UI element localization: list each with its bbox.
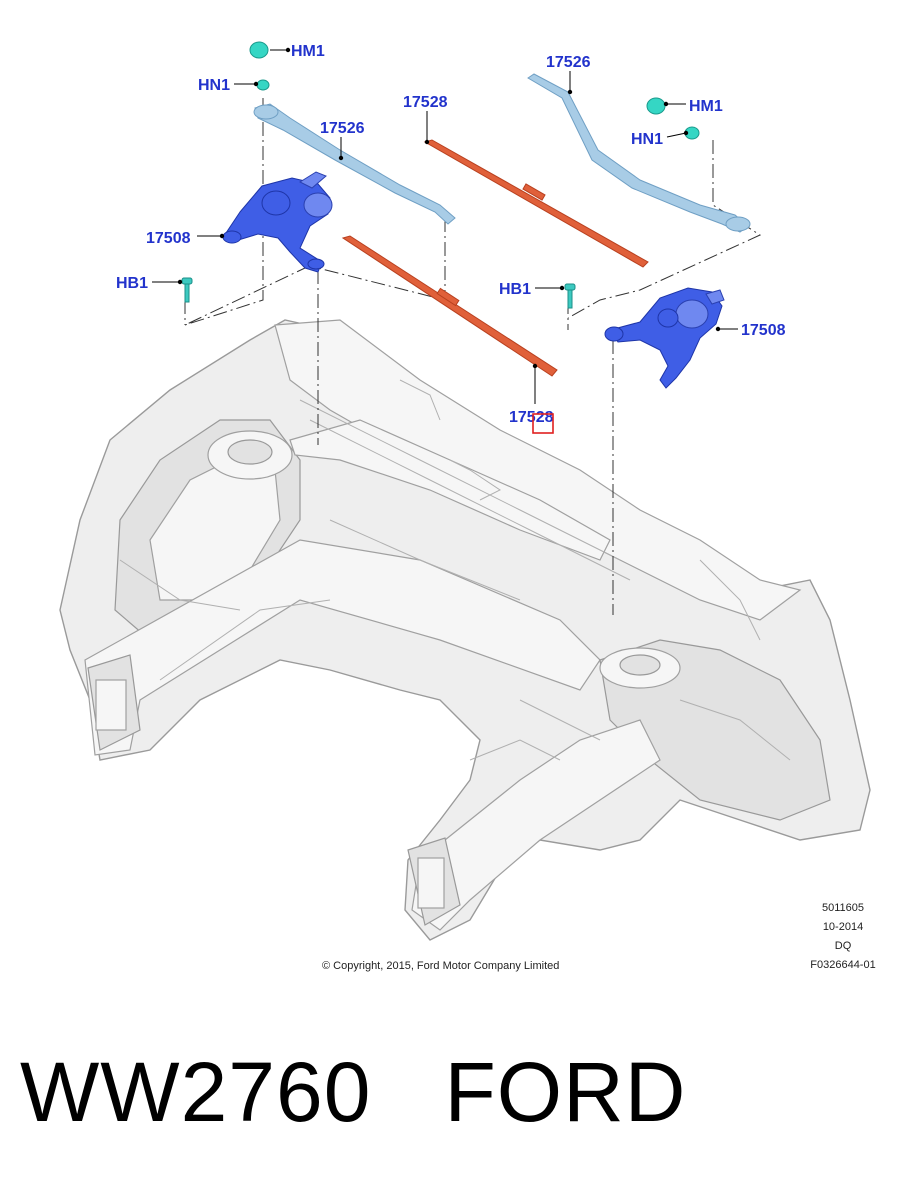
bolt-hb1-right xyxy=(564,283,576,309)
wiper-parts-diagram: HM1 HN1 17526 17528 17526 HM1 HN1 17508 … xyxy=(59,41,876,972)
callout-17528-bottom: 17528 xyxy=(509,409,554,426)
wiper-arm-right xyxy=(527,73,751,233)
wiper-motor-left xyxy=(222,171,333,273)
callout-hn1-right: HN1 xyxy=(631,131,663,148)
callout-17508-left: 17508 xyxy=(146,230,191,247)
part-number: WW2760 xyxy=(20,1045,372,1139)
wiper-blade-lower xyxy=(341,235,558,377)
wiper-arm-left xyxy=(253,103,456,225)
leader-lines xyxy=(152,47,738,404)
drawing-date: 10-2014 xyxy=(823,921,863,933)
highlight-box xyxy=(532,413,554,434)
callout-hm1-right: HM1 xyxy=(689,98,723,115)
drawing-code: 5011605 xyxy=(822,902,864,914)
wiper-blade-upper xyxy=(423,139,649,268)
copyright-text: © Copyright, 2015, Ford Motor Company Li… xyxy=(322,960,559,972)
callout-17526-left: 17526 xyxy=(320,120,365,137)
figure-id: F0326644-01 xyxy=(810,959,875,971)
drawing-initials: DQ xyxy=(835,940,852,952)
cap-hm1-left xyxy=(249,41,269,59)
callout-17528-top: 17528 xyxy=(403,94,448,111)
callout-17508-right: 17508 xyxy=(741,322,786,339)
callout-hb1-left: HB1 xyxy=(116,275,148,292)
callout-17526-right: 17526 xyxy=(546,54,591,71)
cap-hm1-right xyxy=(646,97,666,115)
part-caption: WW2760 FORD xyxy=(20,1050,686,1134)
bolt-hb1-left xyxy=(181,277,193,303)
callout-hm1-left: HM1 xyxy=(291,43,325,60)
callout-hb1-right: HB1 xyxy=(499,281,531,298)
brand-name: FORD xyxy=(444,1045,687,1139)
nut-hn1-left xyxy=(256,79,270,91)
wiper-motor-right xyxy=(604,287,725,389)
front-body-structure xyxy=(59,319,871,941)
callout-hn1-left: HN1 xyxy=(198,77,230,94)
